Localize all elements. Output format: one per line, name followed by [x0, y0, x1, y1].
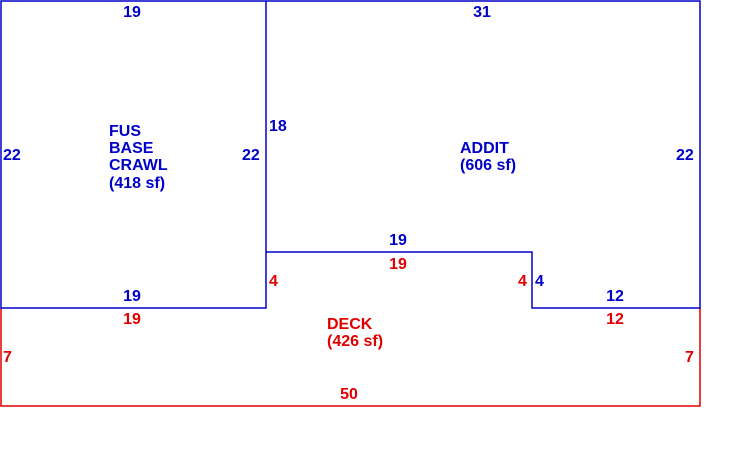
- addit-area-label: ADDIT (606 sf): [460, 140, 516, 174]
- deck-outline: [0, 308, 701, 407]
- dim-addit-right: 22: [676, 147, 694, 164]
- dim-deck-bottom: 50: [340, 386, 358, 403]
- dim-fus-left: 22: [3, 147, 21, 164]
- dim-deck-top-left: 19: [123, 311, 141, 328]
- dim-deck-right: 7: [685, 349, 694, 366]
- dim-deck-top-right: 12: [606, 311, 624, 328]
- addit-outline: [266, 0, 701, 309]
- dim-addit-notch-top: 19: [389, 232, 407, 249]
- deck-area-label: DECK (426 sf): [327, 316, 383, 350]
- dim-addit-bottom-right: 12: [606, 288, 624, 305]
- dim-fus-bottom: 19: [123, 288, 141, 305]
- dim-deck-left: 7: [3, 349, 12, 366]
- dim-deck-notch-left: 4: [269, 273, 278, 290]
- fus-outline: [0, 0, 267, 309]
- dim-deck-notch-right: 4: [518, 273, 527, 290]
- dim-addit-top: 31: [473, 4, 491, 21]
- dim-deck-notch-top: 19: [389, 256, 407, 273]
- fus-area-label: FUS BASE CRAWL (418 sf): [109, 123, 172, 192]
- dim-fus-top: 19: [123, 4, 141, 21]
- dim-fus-right: 22: [242, 147, 260, 164]
- dim-addit-notch-right: 4: [535, 273, 544, 290]
- dim-addit-left-upper: 18: [269, 118, 287, 135]
